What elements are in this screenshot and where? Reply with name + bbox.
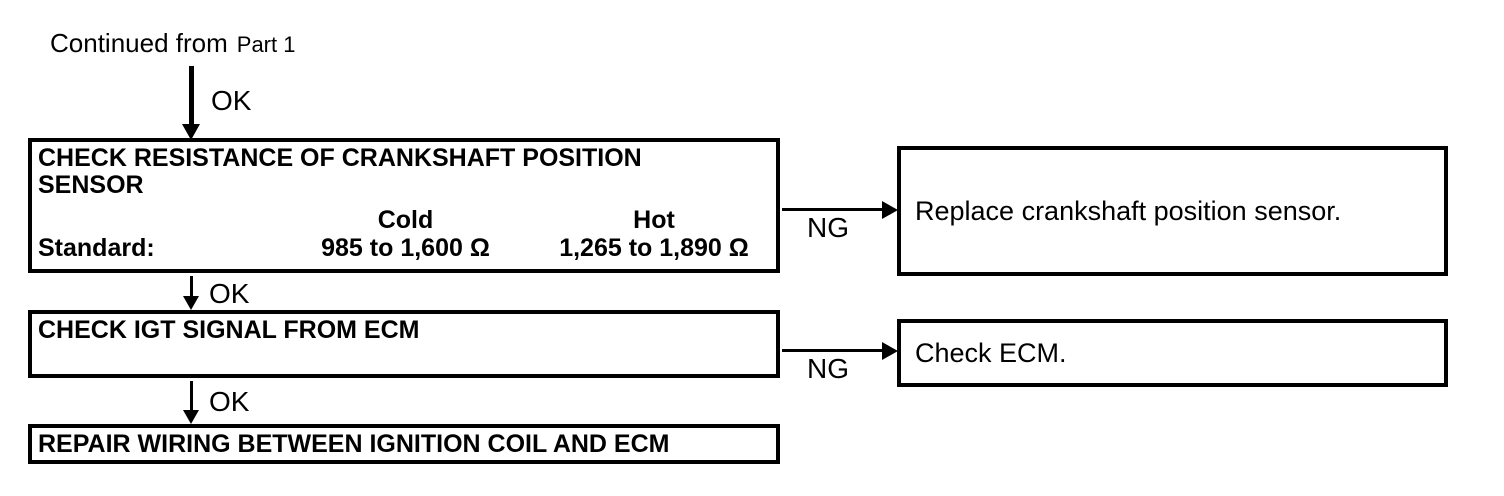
part-reference: Part 1 [236, 32, 296, 57]
spec-value-cold: 985 to 1,600 Ω [321, 234, 490, 262]
step2-title: CHECK IGT SIGNAL FROM ECM [38, 316, 420, 344]
arrow-down-icon [190, 381, 193, 411]
step1-title: CHECK RESISTANCE OF CRANKSHAFT POSITION … [38, 144, 642, 199]
step3-title: REPAIR WIRING BETWEEN IGNITION COIL AND … [38, 429, 670, 458]
arrow-down-head-icon [183, 410, 199, 424]
step-box-check-igt-signal: CHECK IGT SIGNAL FROM ECM [28, 310, 780, 378]
ok-label-1: OK [211, 85, 252, 116]
spec-col-hot: Hot [633, 206, 675, 234]
step1-ng-action: Replace crankshaft position sensor. [915, 195, 1342, 226]
ng-label-1: NG [807, 212, 849, 243]
step-box-repair-wiring: REPAIR WIRING BETWEEN IGNITION COIL AND … [28, 424, 780, 464]
arrow-right-head-icon [882, 201, 898, 219]
arrow-right-icon [782, 349, 884, 352]
arrow-down-head-icon [183, 296, 199, 310]
continued-from-label: Continued from Part 1 [50, 28, 295, 59]
arrow-down-head-icon [182, 124, 200, 140]
spec-value-hot: 1,265 to 1,890 Ω [559, 234, 749, 262]
spec-row-label: Standard: [38, 234, 155, 262]
arrow-right-icon [782, 208, 884, 211]
step2-ng-action: Check ECM. [915, 337, 1067, 368]
continued-from-text: Continued from [50, 28, 228, 58]
step1-spec-table: Cold Hot Standard: 985 to 1,600 Ω 1,265 … [38, 206, 770, 262]
arrow-down-icon [189, 66, 194, 126]
result-box-replace-sensor: Replace crankshaft position sensor. [897, 146, 1448, 276]
ok-label-3: OK [209, 386, 250, 417]
ok-label-2: OK [209, 278, 250, 309]
result-box-check-ecm: Check ECM. [897, 319, 1448, 387]
arrow-down-icon [190, 276, 193, 300]
ng-label-2: NG [807, 353, 849, 384]
spec-empty-cell [38, 206, 273, 234]
arrow-right-head-icon [882, 342, 898, 360]
step-box-check-resistance: CHECK RESISTANCE OF CRANKSHAFT POSITION … [28, 138, 780, 273]
spec-col-cold: Cold [377, 206, 434, 234]
